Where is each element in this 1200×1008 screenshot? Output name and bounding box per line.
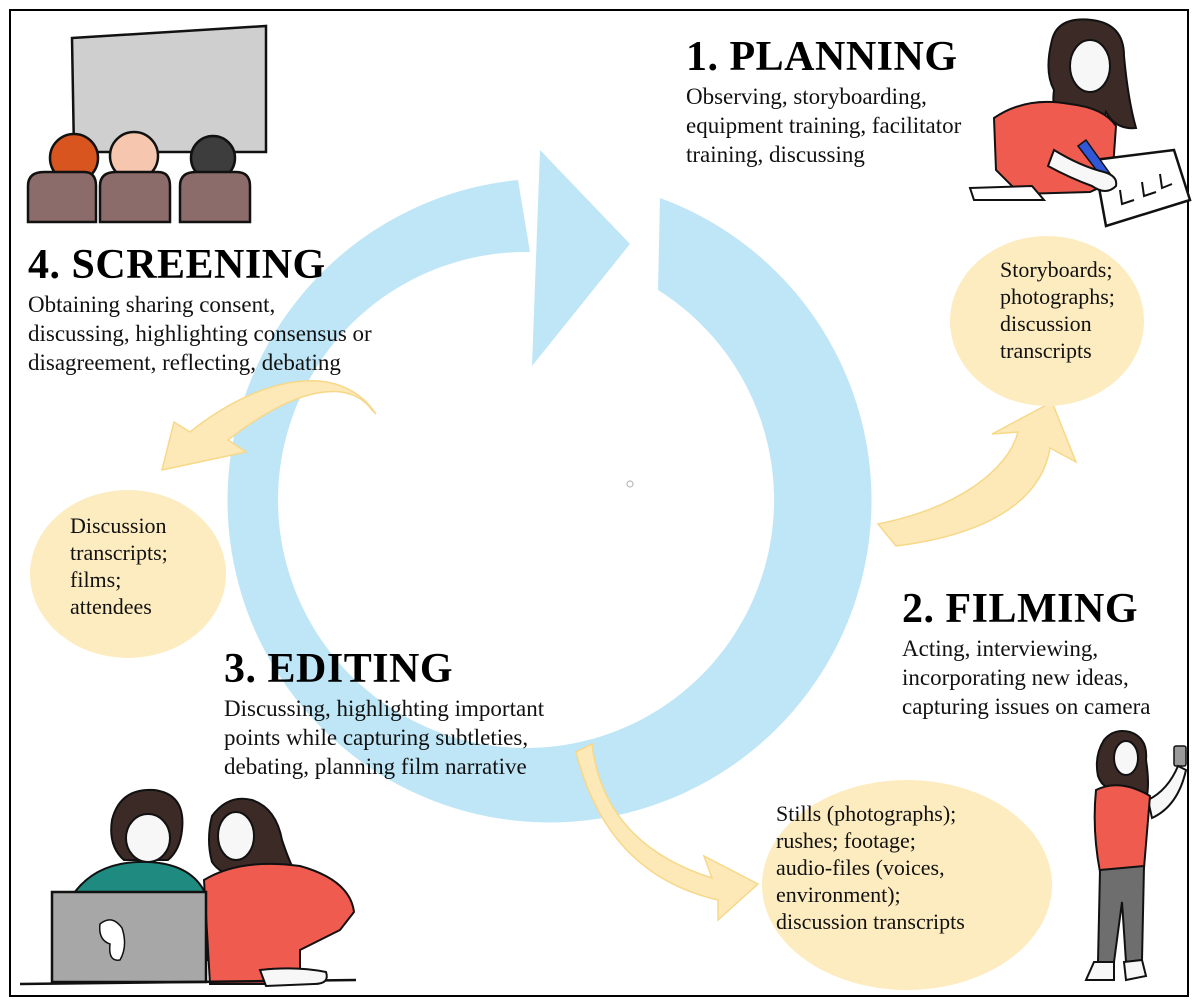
planning-output-item: discussion (1000, 311, 1092, 336)
filming-outputs: Stills (photographs); rushes; footage; a… (776, 800, 965, 935)
diagram-frame (9, 9, 1189, 997)
screening-output-item: Discussion (70, 513, 167, 538)
screening-output-arrow (160, 380, 377, 471)
filming-output-item: environment); (776, 882, 901, 907)
planning-description: Observing, storyboarding, equipment trai… (686, 82, 961, 169)
filming-description-line: capturing issues on camera (902, 694, 1151, 719)
planning-outputs: Storyboards; photographs; discussion tra… (1000, 256, 1115, 364)
filming-outputs-bubble (762, 780, 1052, 990)
screening-output-item: films; (70, 567, 122, 592)
planning-outputs-bubble (950, 236, 1144, 406)
filming-title: 2. FILMING (902, 586, 1138, 632)
person-taking-selfie-icon (1084, 730, 1188, 982)
planning-description-line: Observing, storyboarding, (686, 84, 927, 109)
editing-description-line: points while capturing subtleties, (224, 725, 529, 750)
planning-title: 1. PLANNING (686, 34, 958, 80)
person-drawing-storyboard-icon (968, 18, 1192, 228)
filming-description: Acting, interviewing, incorporating new … (902, 634, 1150, 721)
screening-description-line: disagreement, reflecting, debating (28, 350, 341, 375)
editing-description-line: debating, planning film narrative (224, 754, 527, 779)
planning-description-line: equipment training, facilitator (686, 113, 962, 138)
planning-description-line: training, discussing (686, 142, 865, 167)
people-at-laptop-icon (19, 788, 357, 988)
planning-output-item: Storyboards; (1000, 257, 1113, 282)
screening-description: Obtaining sharing consent, discussing, h… (28, 290, 372, 377)
screening-output-item: transcripts; (70, 540, 168, 565)
screening-output-item: attendees (70, 594, 152, 619)
filming-description-line: Acting, interviewing, (902, 636, 1099, 661)
screening-outputs-bubble (30, 490, 226, 658)
audience-watching-screen-icon (26, 24, 268, 224)
filming-output-item: Stills (photographs); (776, 801, 957, 826)
filming-output-item: audio-files (voices, (776, 855, 945, 880)
filming-description-line: incorporating new ideas, (902, 665, 1129, 690)
filming-output-item: discussion transcripts (776, 909, 965, 934)
planning-output-item: photographs; (1000, 284, 1115, 309)
filming-output-item: rushes; footage; (776, 828, 916, 853)
cycle-arrowhead (532, 150, 630, 366)
filming-output-arrow (575, 742, 760, 922)
screening-outputs: Discussion transcripts; films; attendees (70, 512, 168, 620)
screening-description-line: Obtaining sharing consent, (28, 292, 276, 317)
editing-description-line: Discussing, highlighting important (224, 696, 545, 721)
center-dot (626, 480, 634, 488)
editing-title: 3. EDITING (224, 646, 454, 692)
planning-output-arrow (876, 400, 1078, 547)
screening-title: 4. SCREENING (28, 242, 326, 288)
editing-description: Discussing, highlighting important point… (224, 694, 544, 781)
planning-output-item: transcripts (1000, 338, 1092, 363)
screening-description-line: discussing, highlighting consensus or (28, 321, 372, 346)
